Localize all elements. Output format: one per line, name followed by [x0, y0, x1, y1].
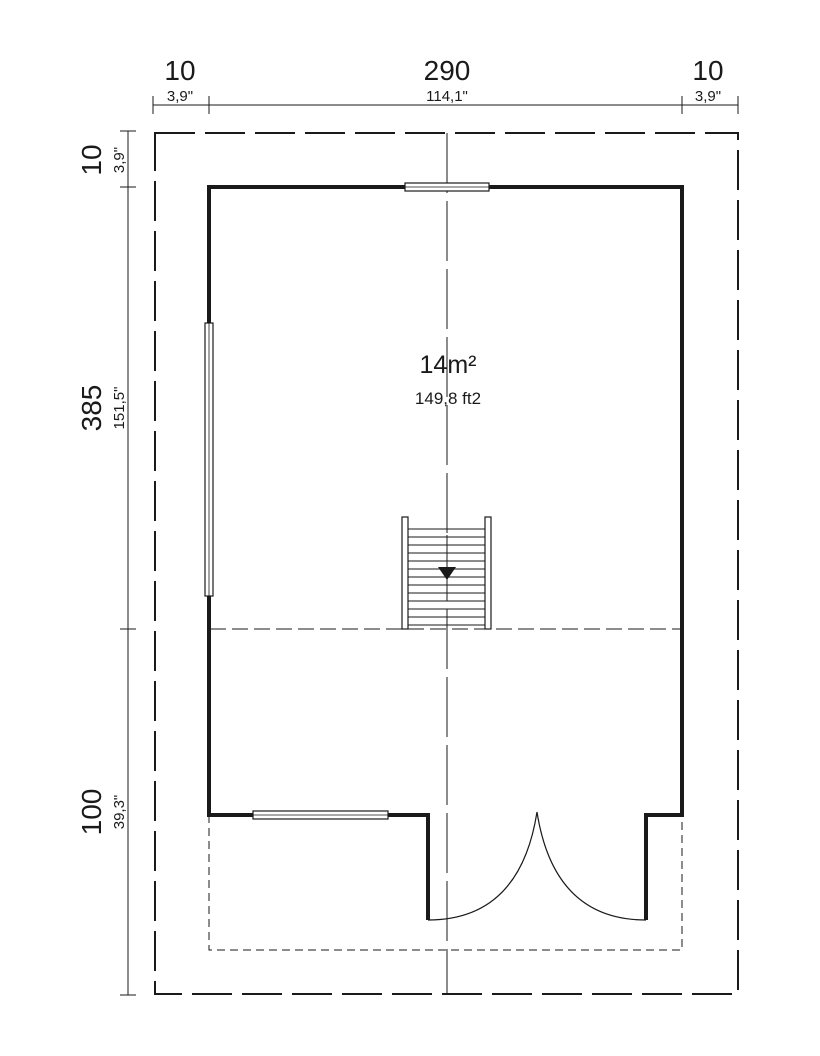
- stair-direction-arrow: [438, 567, 456, 580]
- left-dim-bottom-cm: 100: [76, 789, 107, 836]
- top-dim-middle-inch: 114,1": [426, 88, 468, 105]
- top-dim-middle-cm: 290: [424, 55, 471, 86]
- top-dim-left-cm: 10: [164, 55, 195, 86]
- porch-outline: [208, 815, 683, 951]
- loft-ladder: [401, 516, 492, 630]
- left-dimension-chain: [120, 130, 136, 996]
- double-door: [427, 811, 647, 921]
- top-dim-right-inch: 3,9": [695, 88, 721, 105]
- left-dim-top-cm: 10: [76, 144, 107, 175]
- left-dim-middle-cm: 385: [76, 385, 107, 432]
- top-dimension-chain: [152, 96, 739, 114]
- left-dim-middle-inch: 151,5": [111, 387, 128, 430]
- top-dim-right-cm: 10: [692, 55, 723, 86]
- left-dim-bottom-inch: 39,3": [111, 795, 128, 830]
- top-dim-left-inch: 3,9": [167, 88, 193, 105]
- left-dim-top-inch: 3,9": [111, 147, 128, 173]
- room-area-metric: 14m²: [420, 351, 477, 379]
- room-area-imperial: 149,8 ft2: [415, 389, 481, 408]
